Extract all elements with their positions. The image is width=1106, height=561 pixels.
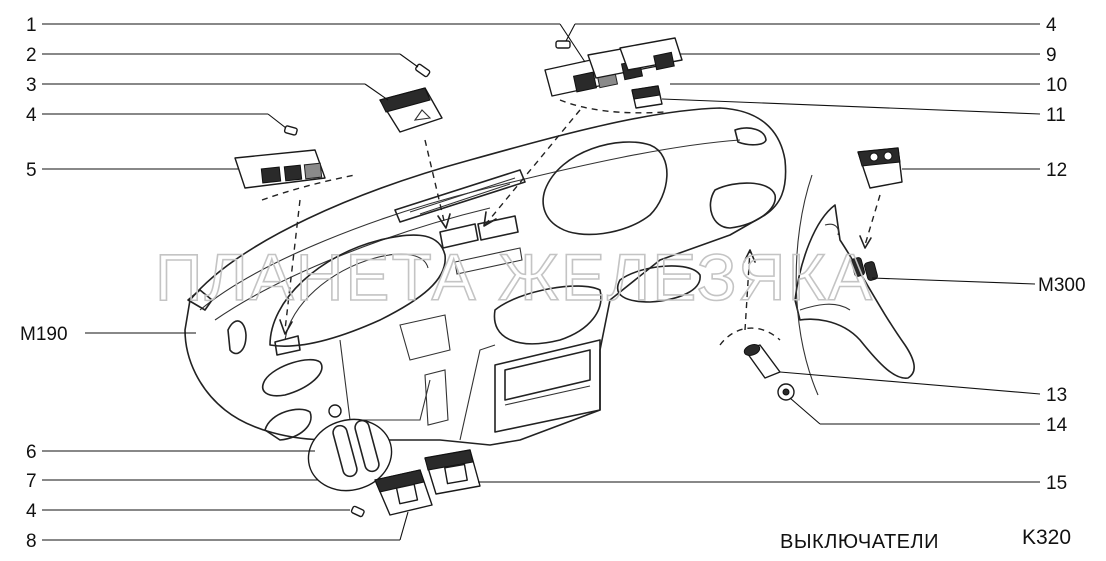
callout-5: 5 [26,160,37,181]
ref-m190: M190 [20,324,68,345]
callout-9: 9 [1046,45,1057,66]
diagram-code: K320 [1022,526,1071,549]
callout-10: 10 [1046,75,1067,96]
leader-lines [42,23,1041,541]
switch-11 [631,85,663,109]
callouts-left: 1 2 3 4 5 6 7 4 8 [26,15,37,552]
lamp-4a [283,125,298,136]
door-trim-panel [794,174,915,396]
callout-13: 13 [1046,385,1067,406]
callout-8: 8 [26,531,37,552]
callout-14: 14 [1046,415,1068,436]
lamp-2 [415,63,431,78]
door-switch-12 [857,147,903,189]
callout-4: 4 [26,105,37,126]
callout-4-lower: 4 [26,501,37,522]
callout-4-right: 4 [1046,15,1057,36]
callout-3: 3 [26,75,37,96]
callout-11: 11 [1046,105,1066,126]
lamp-4b [350,505,365,518]
callout-2: 2 [26,45,37,66]
switch-block-top [544,37,683,97]
dashboard-panel [184,107,787,446]
callout-6: 6 [26,442,37,463]
switch-15 [424,449,481,495]
ref-m300: M300 [1038,275,1086,296]
cigarette-lighter [743,344,795,401]
callout-12: 12 [1046,160,1067,181]
watermark: ПЛАНЕТА ЖЕЛЕЗЯКА [155,240,874,314]
switch-block-left [234,149,326,189]
caption-title: ВЫКЛЮЧАТЕЛИ [780,531,939,553]
light-switch-6 [307,404,393,492]
callout-1: 1 [26,15,37,36]
callout-7: 7 [26,471,37,492]
hazard-switch [379,87,443,133]
callout-15: 15 [1046,473,1067,494]
assembly-arrows [261,99,881,346]
switch-8 [374,469,433,516]
callouts-right: 4 9 10 11 12 13 14 15 [1046,15,1068,494]
